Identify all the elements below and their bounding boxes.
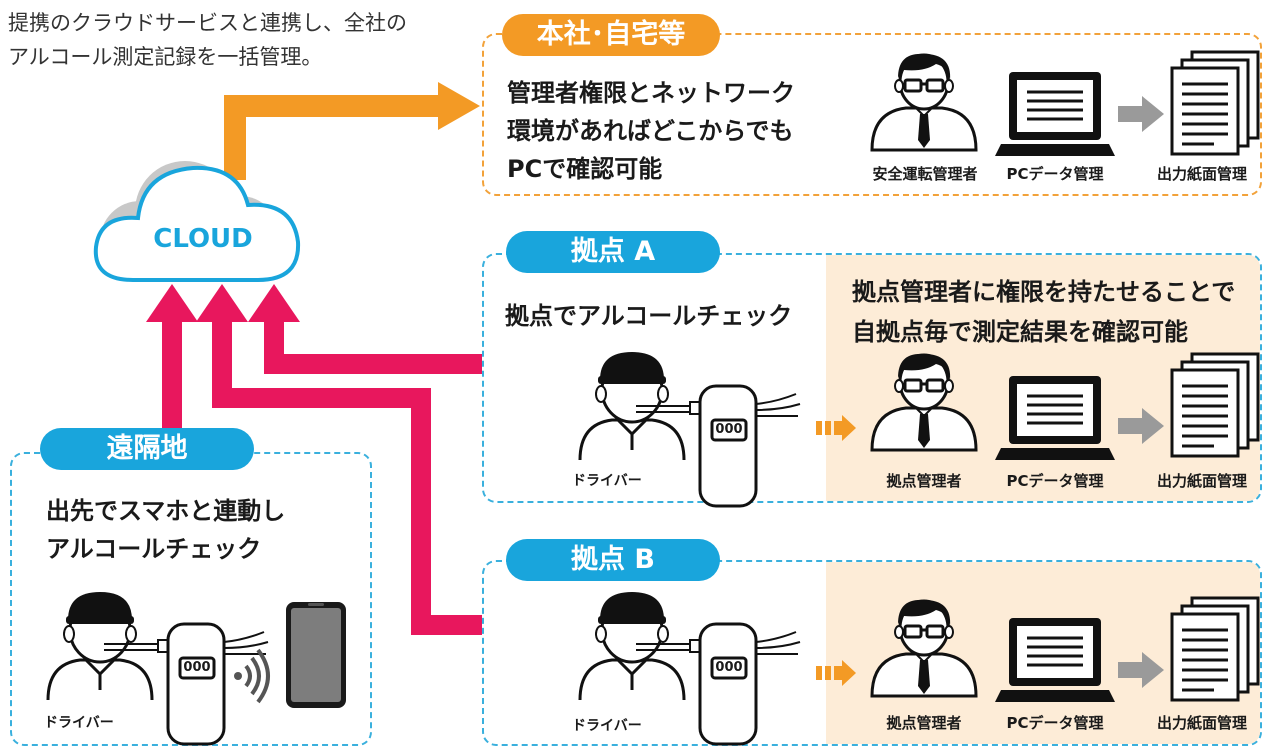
site-b-paper-label: 出力紙面管理 <box>1156 714 1247 732</box>
site-b-papers-icon <box>1170 596 1260 702</box>
hq-message-line-1: 管理者権限とネットワーク <box>507 79 795 107</box>
hq-paper-label: 出力紙面管理 <box>1156 165 1247 183</box>
orange-arrow-to-hq <box>224 82 480 180</box>
site-b-arrow-icon <box>1118 652 1164 688</box>
hq-laptop-icon <box>993 70 1117 158</box>
hq-panel <box>482 33 1262 196</box>
magenta-arrow-from-site-a <box>248 284 482 374</box>
smartphone-icon <box>286 602 346 708</box>
hq-message-line-3: PCで確認可能 <box>507 155 663 183</box>
remote-driver-label: ドライバー <box>44 715 114 731</box>
remote-driver-icon <box>46 590 154 702</box>
intro-line-2: アルコール測定記録を一括管理。 <box>8 45 323 69</box>
hq-pc-label: PCデータ管理 <box>1006 165 1104 183</box>
site-a-driver-label: ドライバー <box>572 473 642 489</box>
site-b-title: 拠点 B <box>506 539 720 581</box>
site-a-shade-message: 拠点管理者に権限を持たせることで 自拠点毎で測定結果を確認可能 <box>852 272 1235 352</box>
site-a-breathalyzer-display: 000 <box>715 422 743 437</box>
site-b-laptop-icon <box>993 616 1117 704</box>
wireless-signal-icon <box>234 648 270 704</box>
remote-message: 出先でスマホと連動し アルコールチェック <box>46 492 285 568</box>
intro-line-1: 提携のクラウドサービスと連携し、全社の <box>8 11 407 35</box>
site-a-person-label: 拠点管理者 <box>886 472 962 490</box>
site-b-manager-icon <box>870 598 978 698</box>
site-a-papers-icon <box>1170 352 1260 458</box>
site-b-orange-arrow-icon <box>816 660 856 686</box>
site-b-person-label: 拠点管理者 <box>886 714 962 732</box>
magenta-arrow-from-remote <box>146 284 198 440</box>
site-b-pc-label: PCデータ管理 <box>1006 714 1104 732</box>
site-b-breathalyzer-display: 000 <box>715 660 743 675</box>
remote-breathalyzer-display: 000 <box>183 660 211 675</box>
site-a-paper-label: 出力紙面管理 <box>1156 472 1247 490</box>
remote-message-line-2: アルコールチェック <box>46 535 262 563</box>
hq-arrow-icon <box>1118 96 1164 132</box>
site-a-title: 拠点 A <box>506 231 720 273</box>
site-a-panel <box>482 253 1262 503</box>
cloud-label: CLOUD <box>153 224 253 254</box>
site-a-shade-line-1: 拠点管理者に権限を持たせることで <box>852 278 1236 306</box>
site-b-driver-icon <box>578 590 686 702</box>
site-a-orange-arrow-icon <box>816 415 856 441</box>
hq-manager-icon <box>870 52 978 152</box>
hq-title: 本社･自宅等 <box>502 14 720 56</box>
site-a-laptop-icon <box>993 374 1117 462</box>
remote-title: 遠隔地 <box>40 428 254 470</box>
magenta-arrow-from-site-b <box>196 284 482 635</box>
remote-message-line-1: 出先でスマホと連動し <box>46 497 286 525</box>
intro-text: 提携のクラウドサービスと連携し、全社の アルコール測定記録を一括管理。 <box>8 6 458 74</box>
hq-person-label: 安全運転管理者 <box>872 165 978 183</box>
site-a-arrow-icon <box>1118 408 1164 444</box>
site-a-message: 拠点でアルコールチェック <box>505 302 793 330</box>
hq-message: 管理者権限とネットワーク 環境があればどこからでも PCで確認可能 <box>507 74 795 188</box>
site-b-driver-label: ドライバー <box>572 718 642 734</box>
site-a-manager-icon <box>870 352 978 452</box>
site-a-pc-label: PCデータ管理 <box>1006 472 1104 490</box>
cloud-icon <box>93 161 301 282</box>
hq-papers-icon <box>1170 50 1260 156</box>
site-a-shade-line-2: 自拠点毎で測定結果を確認可能 <box>852 318 1188 346</box>
site-b-panel <box>482 560 1262 746</box>
hq-message-line-2: 環境があればどこからでも <box>507 117 794 145</box>
